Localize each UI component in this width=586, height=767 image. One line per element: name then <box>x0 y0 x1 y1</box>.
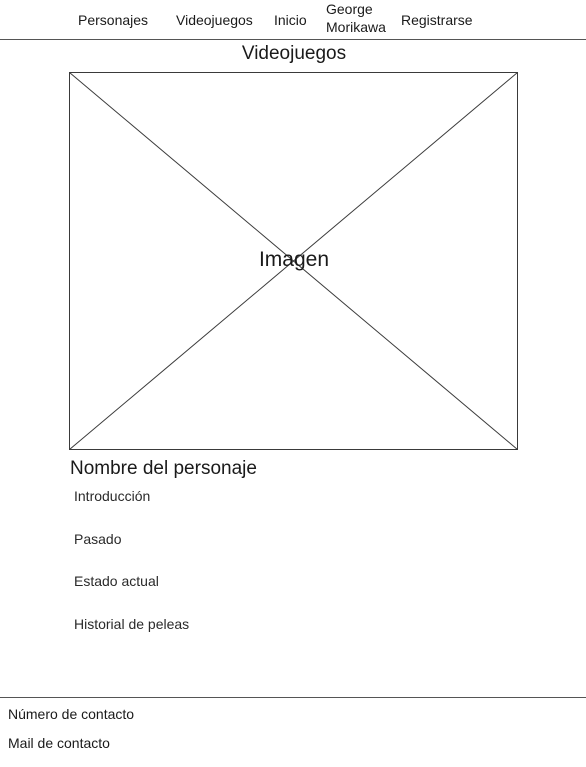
section-historial-peleas-link[interactable]: Historial de peleas <box>74 616 190 632</box>
nav-inicio-link[interactable]: Inicio <box>274 12 307 28</box>
nav-user-profile-link[interactable]: George Morikawa <box>326 0 392 36</box>
nav-register-link[interactable]: Registrarse <box>401 12 473 28</box>
footer-contact-mail: Mail de contacto <box>8 735 110 751</box>
section-introduccion-link[interactable]: Introducción <box>74 488 151 504</box>
image-placeholder-frame <box>69 72 518 450</box>
page-title: Videojuegos <box>241 43 347 64</box>
page-footer: Número de contacto Mail de contacto <box>0 697 586 767</box>
section-pasado-link[interactable]: Pasado <box>74 531 122 547</box>
section-estado-actual-link[interactable]: Estado actual <box>74 573 159 589</box>
character-name-heading: Nombre del personaje <box>70 458 257 479</box>
nav-videojuegos-link[interactable]: Videojuegos <box>176 12 253 28</box>
nav-personajes-link[interactable]: Personajes <box>78 12 149 28</box>
image-placeholder-label: Imagen <box>258 248 330 271</box>
image-placeholder <box>69 72 518 450</box>
user-first-name: George <box>326 1 373 17</box>
top-navbar: Personajes Videojuegos Inicio George Mor… <box>0 0 586 40</box>
user-last-name: Morikawa <box>326 19 386 35</box>
footer-contact-number: Número de contacto <box>8 706 135 722</box>
